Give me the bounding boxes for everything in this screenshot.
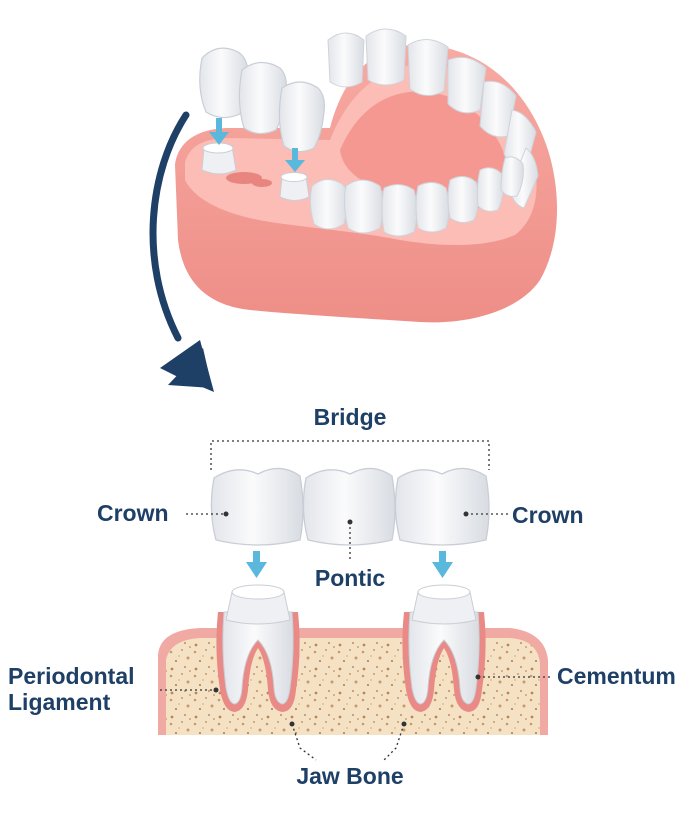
label-periodontal-ligament: Periodontal Ligament: [8, 663, 135, 716]
label-bridge: Bridge: [313, 404, 387, 430]
leader-lines: [160, 513, 550, 761]
front-teeth: [309, 156, 524, 237]
label-periodontal-line2: Ligament: [8, 688, 111, 715]
leader-dots: [213, 511, 481, 727]
jaw-illustration: [175, 28, 558, 323]
label-periodontal-line1: Periodontal: [8, 663, 135, 689]
pontic-tooth: [302, 467, 396, 546]
left-abutment-tooth: [216, 584, 300, 712]
crown-left: [210, 467, 304, 546]
jaw-cross-section: [158, 628, 548, 735]
down-arrow-icon: [285, 148, 305, 172]
jaw-abutment-right: [279, 172, 310, 201]
bridge-bracket: [210, 440, 490, 470]
down-arrow-icon: [246, 551, 267, 578]
gum-hole-2: [252, 179, 272, 187]
label-jaw-bone: Jaw Bone: [296, 763, 404, 789]
bridge-crowns: [210, 467, 490, 546]
down-arrow-icon: [209, 118, 229, 145]
floating-bridge: [199, 47, 325, 153]
label-cementum: Cementum: [557, 663, 676, 689]
right-abutment-tooth: [402, 584, 486, 712]
gum-hole-1: [226, 172, 262, 184]
label-pontic: Pontic: [314, 565, 386, 591]
curved-arrow-icon: [149, 111, 214, 392]
jaw-abutment-left: [201, 142, 237, 175]
crown-right: [394, 467, 490, 546]
label-crown-left: Crown: [97, 500, 169, 526]
label-crown-right: Crown: [512, 502, 584, 528]
down-arrow-icon: [432, 551, 453, 578]
